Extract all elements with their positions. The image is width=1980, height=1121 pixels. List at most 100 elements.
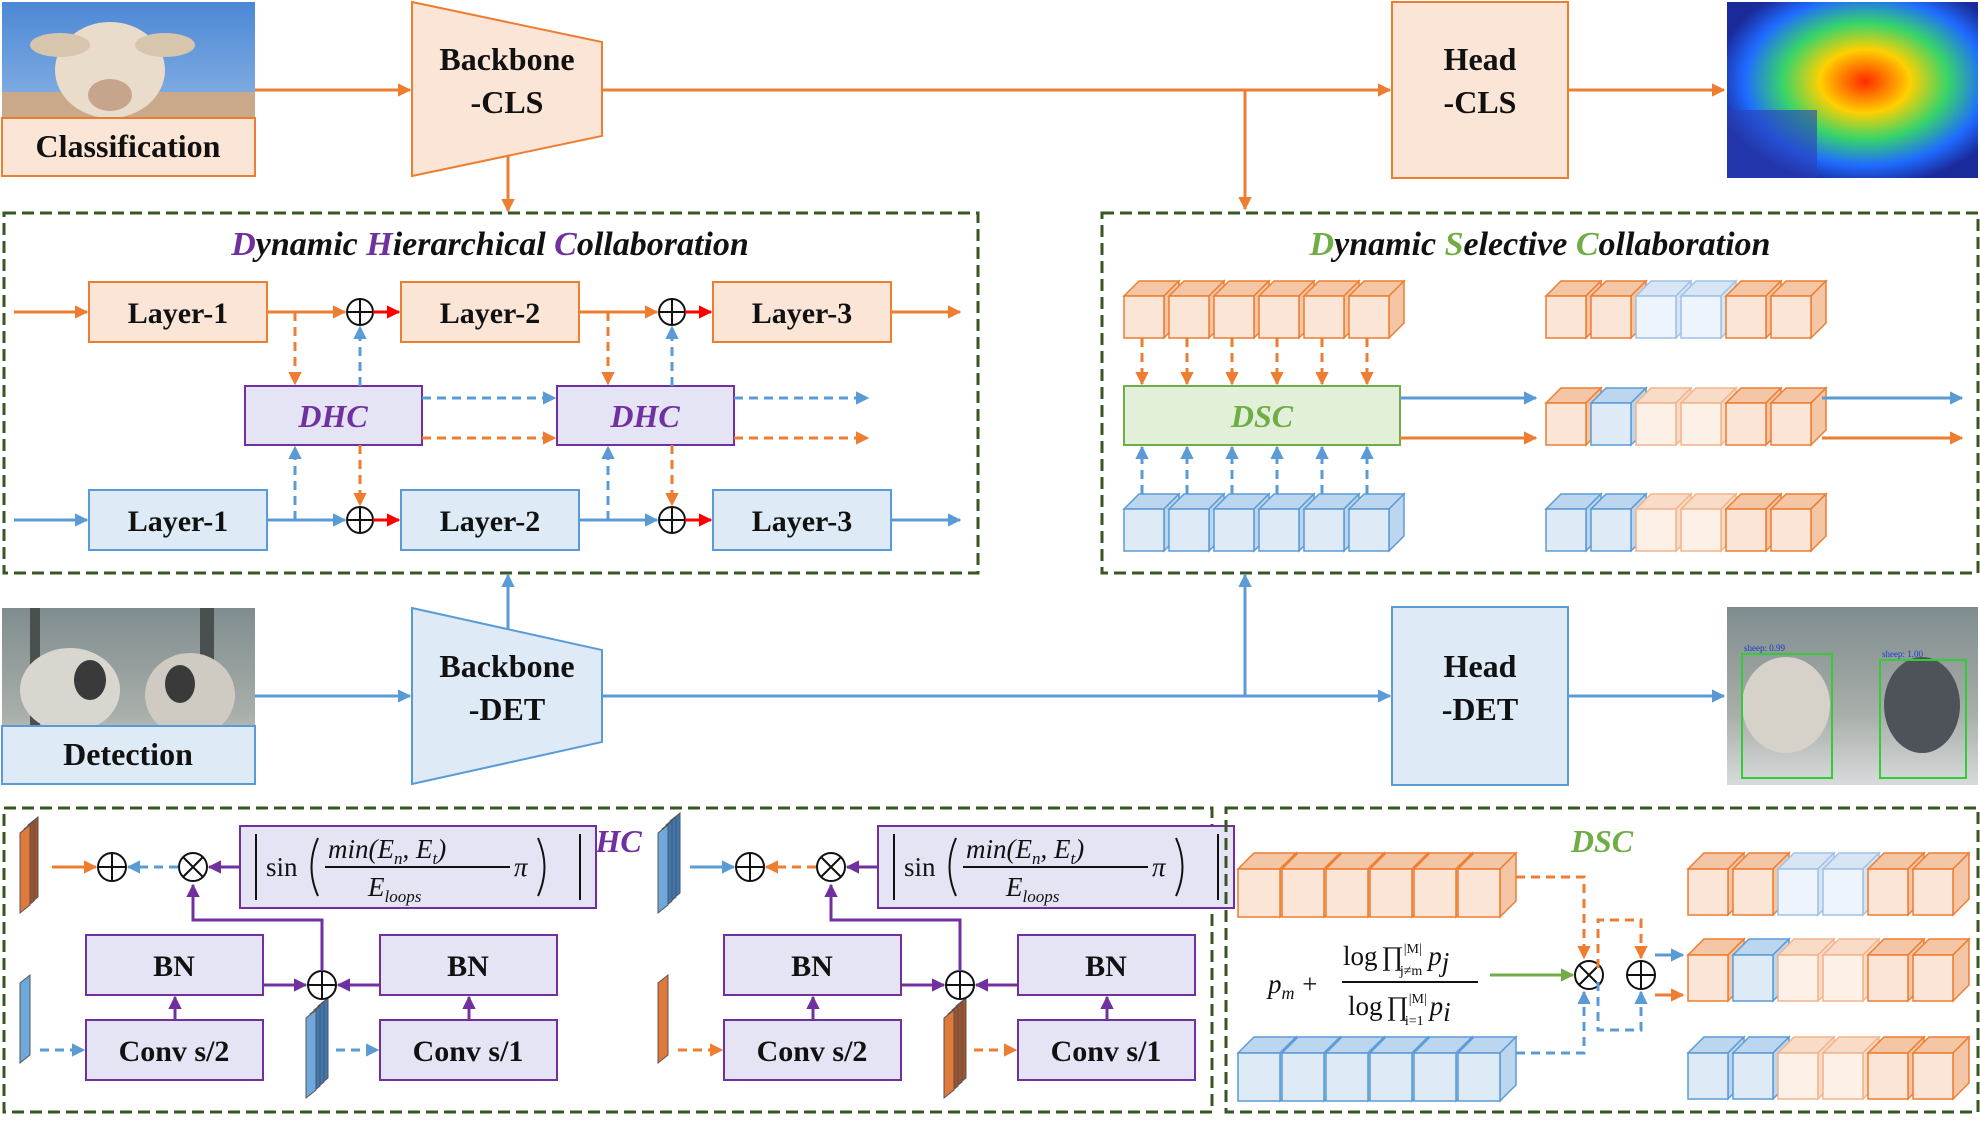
dhc-detail-left-formula-sin: sin (266, 852, 298, 882)
dsc-detail-ops (1574, 960, 1656, 990)
detection-label-box (1, 725, 256, 785)
svg-text:log∏|M|i=1pi: log∏|M|i=1pi (1348, 991, 1451, 1029)
dsc-panel-title: Dynamic Selective Collaboration (1309, 226, 1771, 263)
head-det-line1: Head (1444, 648, 1517, 684)
dsc-detail-out-1-cube-6 (1911, 851, 1971, 917)
dsc-detail-label: DSC (1570, 823, 1634, 859)
dhc-detail-left-conv-s2 (85, 1019, 264, 1081)
head-det-block (1391, 606, 1569, 786)
dsc-formula-sup-bot: |M| (1409, 992, 1427, 1007)
dsc-module-label: DSC (1230, 398, 1294, 434)
dhc-detail-right-formula-numerator: min(E (966, 834, 1032, 864)
dhc-detail-right-bn-right-label: BN (1085, 950, 1127, 983)
dhc-title-3: ollaboration (577, 226, 749, 263)
dhc-detail-right-ref-feature (943, 996, 967, 1100)
dsc-det-input-cube-4 (1257, 492, 1316, 553)
dsc-cls-input-cube-6 (1347, 279, 1406, 340)
dhc-title-2: ierarchical (393, 226, 554, 263)
dhc-detail-left-bn-right (379, 934, 558, 996)
svg-text:Eloops: Eloops (1005, 872, 1060, 906)
dhc-detail-left-formula-loops: loops (385, 887, 422, 906)
head-cls-line1: Head (1444, 41, 1517, 77)
dhc-detail-right-formula-sin: sin (904, 852, 936, 882)
dhc-detail-left-conv-s1 (379, 1019, 558, 1081)
svg-text:Eloops: Eloops (367, 872, 422, 906)
dhc-detail-right-formula-loops: loops (1023, 887, 1060, 906)
dsc-cls-selected-cube-3 (1634, 279, 1693, 340)
dsc-detail-panel (1224, 806, 1980, 1114)
det-layer-3 (712, 489, 892, 551)
backbone-det-line2: -DET (469, 691, 545, 727)
head-cls-block (1391, 1, 1569, 179)
dhc-detail-left-formula-comma: , E (402, 834, 433, 864)
dhc-title-c: C (554, 226, 577, 263)
dhc-detail-right-conv-s1 (1017, 1019, 1196, 1081)
dsc-formula-log-top: log (1343, 941, 1378, 971)
dsc-detail-formula: pm+ log∏|M|j≠mpj log∏|M|i=1pi (1266, 941, 1478, 1029)
det-layer-3-label: Layer-3 (752, 505, 853, 538)
dsc-panel-arrows (1135, 338, 1964, 494)
dhc-detail-right-bn-left-label: BN (791, 950, 833, 983)
svg-text:pm+: pm+ (1266, 969, 1319, 1003)
dsc-formula-j: j (1439, 947, 1450, 977)
detection-score-2: sheep: 1.00 (1882, 649, 1923, 659)
dsc-formula-pi: p (1428, 991, 1444, 1021)
detection-output-image: sheep: 0.99 sheep: 1.00 (1727, 607, 1978, 785)
detection-label: Detection (63, 736, 193, 772)
dsc-module (1123, 385, 1401, 446)
backbone-det-line1: Backbone (439, 648, 574, 684)
dhc-detail-left-top-feature (19, 815, 39, 915)
dhc-detail-right-top-feature (657, 811, 681, 915)
classification-label-box (1, 117, 256, 177)
dhc-detail-left-bn-left-label: BN (153, 950, 195, 983)
dhc-detail-left-formula-t: t (432, 849, 438, 868)
dsc-title-2: elective (1464, 226, 1576, 263)
head-cls-line2: -CLS (1444, 84, 1517, 120)
dsc-formula-pj: p (1426, 941, 1442, 971)
cls-layer-3-label: Layer-3 (752, 297, 853, 330)
det-layer-2-label: Layer-2 (440, 505, 541, 538)
dsc-title-1: ynamic (1330, 226, 1444, 263)
dsc-cls-selected-cube-6 (1769, 279, 1828, 340)
dsc-feature-cubes (1122, 279, 1828, 553)
classification-output-heatmap (1727, 2, 1978, 178)
dhc-detail-left-formula-E: E (367, 872, 385, 902)
dhc-detail-right-conv-s2 (723, 1019, 902, 1081)
dsc-formula-i: i (1443, 997, 1451, 1027)
dhc-detail-right-formula-n: n (1032, 849, 1041, 868)
dsc-detail-out-3-cube-6 (1911, 1035, 1971, 1101)
dhc-module-2-label: DHC (609, 398, 680, 434)
dsc-formula-sup-top: |M| (1404, 942, 1422, 957)
dsc-formula-p: p (1266, 969, 1282, 999)
dhc-title-1: ynamic (252, 226, 366, 263)
dsc-detail-arrows (1490, 875, 1685, 1055)
dsc-formula-prod-top: ∏ (1382, 941, 1404, 971)
cls-layer-1-label: Layer-1 (128, 297, 229, 330)
dsc-formula-sub-top: j≠m (1399, 964, 1423, 979)
dhc-detail-left-formula-n: n (394, 849, 403, 868)
svg-text:log∏|M|j≠mpj: log∏|M| j≠mpj (1343, 941, 1449, 979)
det-layer-1 (88, 489, 268, 551)
dsc-title-s: S (1445, 226, 1464, 263)
dsc-detail-det-cube-6 (1456, 1035, 1518, 1103)
dsc-title-3: ollaboration (1599, 226, 1771, 263)
dhc-detail-right-conv-s2-label: Conv s/2 (757, 1035, 868, 1068)
dsc-det-input-cube-6 (1347, 492, 1406, 553)
cls-layer-2-label: Layer-2 (440, 297, 541, 330)
dsc-cls-selected-cube-5 (1724, 279, 1783, 340)
backbone-cls-line2: -CLS (471, 84, 544, 120)
backbone-det-block (411, 606, 603, 786)
dhc-detail-left-bn-left (85, 934, 264, 996)
dhc-detail-left-formula-close: ) (435, 834, 446, 864)
dhc-detail-left-ref-feature (305, 996, 329, 1100)
dhc-panel-title: Dynamic Hierarchical Collaboration (230, 226, 749, 263)
dhc-module-2 (556, 385, 735, 446)
det-layer-2 (400, 489, 580, 551)
dhc-detail-right-bn-right (1017, 934, 1196, 996)
cls-layer-2 (400, 281, 580, 343)
dsc-title-c: C (1576, 226, 1599, 263)
backbone-cls-line1: Backbone (439, 41, 574, 77)
dhc-panel-arrows (14, 305, 962, 527)
cls-layer-1 (88, 281, 268, 343)
